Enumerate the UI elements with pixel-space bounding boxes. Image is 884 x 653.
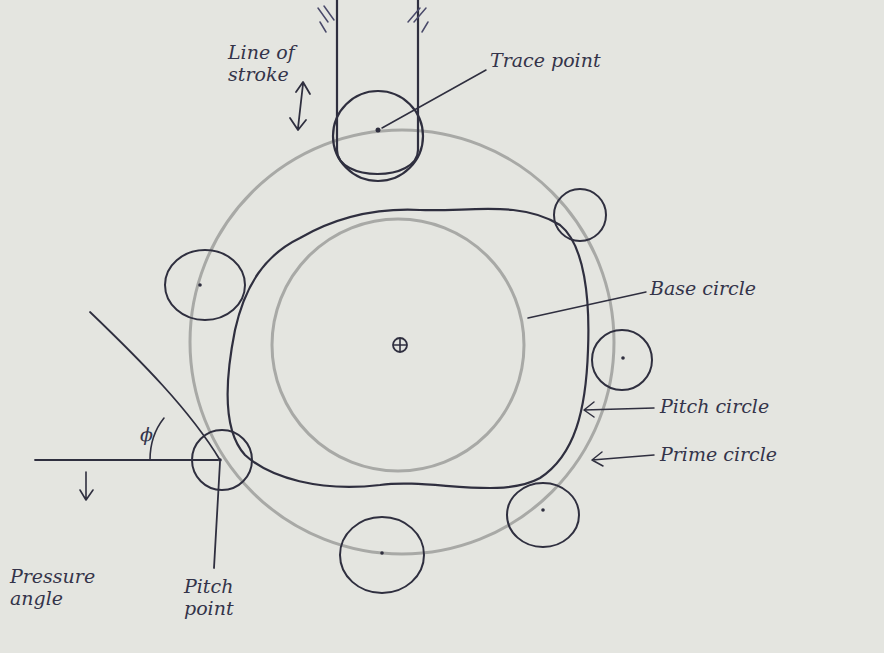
prime-circle [190, 130, 614, 554]
stroke-arrow [290, 82, 310, 130]
leader-line [382, 70, 486, 128]
follower-roller [333, 91, 423, 181]
cam-profile [227, 209, 588, 488]
roller-dot [380, 551, 384, 555]
roller-position [340, 517, 424, 593]
cam-center [393, 338, 407, 352]
leader-arrow [584, 402, 654, 417]
base-circle [272, 219, 524, 471]
roller-dot [621, 356, 625, 360]
roller-dot [541, 508, 545, 512]
follower-stem [337, 0, 418, 174]
line-of-stroke-label: Line of stroke [228, 42, 306, 86]
roller-position [554, 189, 606, 241]
leader-line [528, 292, 646, 318]
prime-circle-label: Prime circle [660, 444, 810, 466]
cam-center-cross [394, 339, 406, 351]
roller-dot [198, 283, 202, 287]
pitch-point-line [214, 462, 220, 568]
pitch-circle-label: Pitch circle [660, 396, 810, 418]
trace-point-label: Trace point [490, 50, 640, 72]
roller-position [165, 250, 245, 320]
base-circle-label: Base circle [650, 278, 800, 300]
label-arrow [80, 472, 93, 500]
leader-arrow [592, 452, 654, 466]
pressure-angle-label: Pressure angle [10, 566, 120, 610]
guide-hatching [318, 6, 428, 32]
roller-position [507, 483, 579, 547]
normal-line [90, 312, 220, 460]
pitch-point-label: Pitch point [184, 576, 264, 620]
angle-symbol: ϕ [140, 424, 170, 446]
roller-position [592, 330, 652, 390]
trace-point-dot [376, 128, 381, 133]
horizontal-line [35, 459, 218, 461]
